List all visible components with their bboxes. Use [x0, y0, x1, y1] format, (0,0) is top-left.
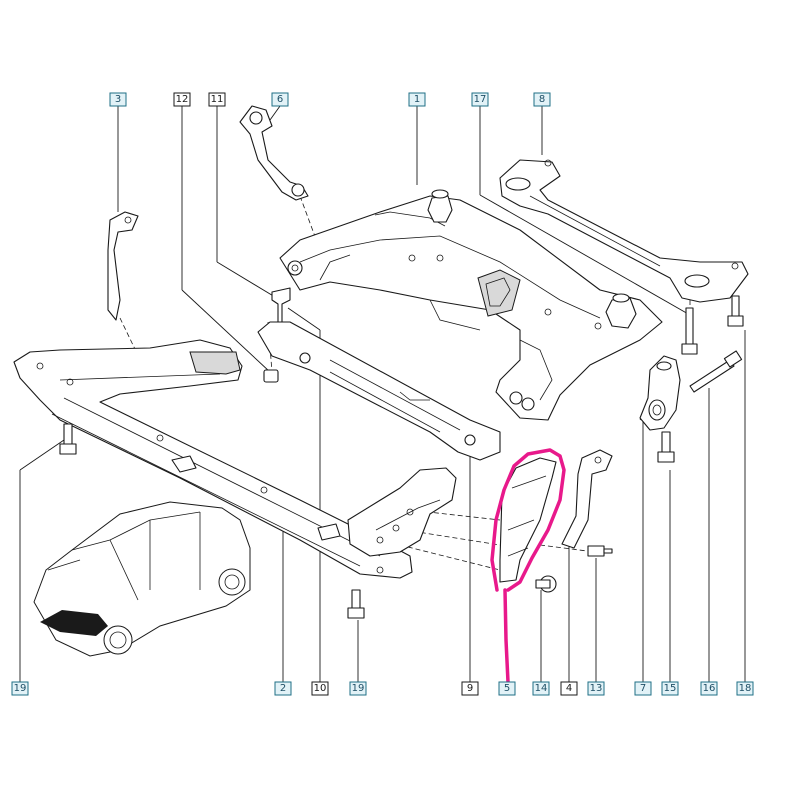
callout-2: 2 — [274, 681, 292, 696]
callout-8: 8 — [533, 92, 551, 107]
bolt-14 — [535, 575, 557, 593]
svg-text:9: 9 — [467, 683, 473, 694]
svg-text:14: 14 — [535, 683, 548, 694]
rear-crossmember-brace — [499, 159, 749, 303]
callout-13: 13 — [587, 681, 605, 696]
svg-text:10: 10 — [314, 683, 327, 694]
svg-text:15: 15 — [664, 683, 677, 694]
callout-10: 10 — [311, 681, 329, 696]
callout-6: 6 — [271, 92, 289, 107]
bracket-13 — [561, 449, 613, 549]
svg-text:11: 11 — [211, 94, 224, 105]
bolt-17 — [681, 307, 698, 355]
torque-rod — [239, 105, 309, 201]
callout-7: 7 — [634, 681, 652, 696]
callout-19-left: 19 — [11, 681, 29, 696]
callout-14: 14 — [532, 681, 550, 696]
bolt-4 — [587, 545, 613, 557]
svg-text:17: 17 — [474, 94, 487, 105]
highlight-stroke-down — [503, 588, 510, 684]
callout-3: 3 — [109, 92, 127, 107]
car-silhouette — [33, 501, 251, 657]
underbody-plate — [257, 321, 501, 461]
bolt-18 — [727, 295, 744, 327]
front-cross-beam — [13, 339, 413, 579]
callout-16: 16 — [700, 681, 718, 696]
svg-text:1: 1 — [414, 94, 420, 105]
callout-4: 4 — [560, 681, 578, 696]
side-bracket-9 — [347, 467, 457, 557]
svg-text:19: 19 — [352, 683, 365, 694]
callout-19-middle: 19 — [349, 681, 367, 696]
svg-text:7: 7 — [640, 683, 646, 694]
svg-text:2: 2 — [280, 683, 286, 694]
highlight-outline — [490, 448, 566, 592]
bolt-15 — [657, 431, 675, 463]
callout-9: 9 — [461, 681, 479, 696]
bolt-19-left — [59, 423, 77, 455]
svg-text:4: 4 — [566, 683, 572, 694]
callout-18: 18 — [736, 681, 754, 696]
svg-text:5: 5 — [504, 683, 510, 694]
callout-17: 17 — [471, 92, 489, 107]
callout-15: 15 — [661, 681, 679, 696]
svg-text:16: 16 — [703, 683, 716, 694]
bolt-16 — [689, 350, 743, 393]
svg-text:13: 13 — [590, 683, 603, 694]
stud-11 — [271, 287, 291, 323]
callout-11: 11 — [208, 92, 226, 107]
svg-text:6: 6 — [277, 94, 283, 105]
callout-12: 12 — [173, 92, 191, 107]
svg-text:18: 18 — [739, 683, 752, 694]
silent-block-7 — [639, 355, 681, 431]
front-subframe — [279, 189, 663, 421]
nut-12 — [263, 369, 279, 383]
svg-text:12: 12 — [176, 94, 189, 105]
bracket-3 — [107, 211, 139, 321]
svg-text:3: 3 — [115, 94, 121, 105]
callout-1: 1 — [408, 92, 426, 107]
highlighted-deflector-5 — [490, 448, 566, 684]
svg-text:19: 19 — [14, 683, 27, 694]
bolt-19-middle — [347, 589, 365, 619]
svg-text:8: 8 — [539, 94, 545, 105]
callout-5: 5 — [498, 681, 516, 696]
